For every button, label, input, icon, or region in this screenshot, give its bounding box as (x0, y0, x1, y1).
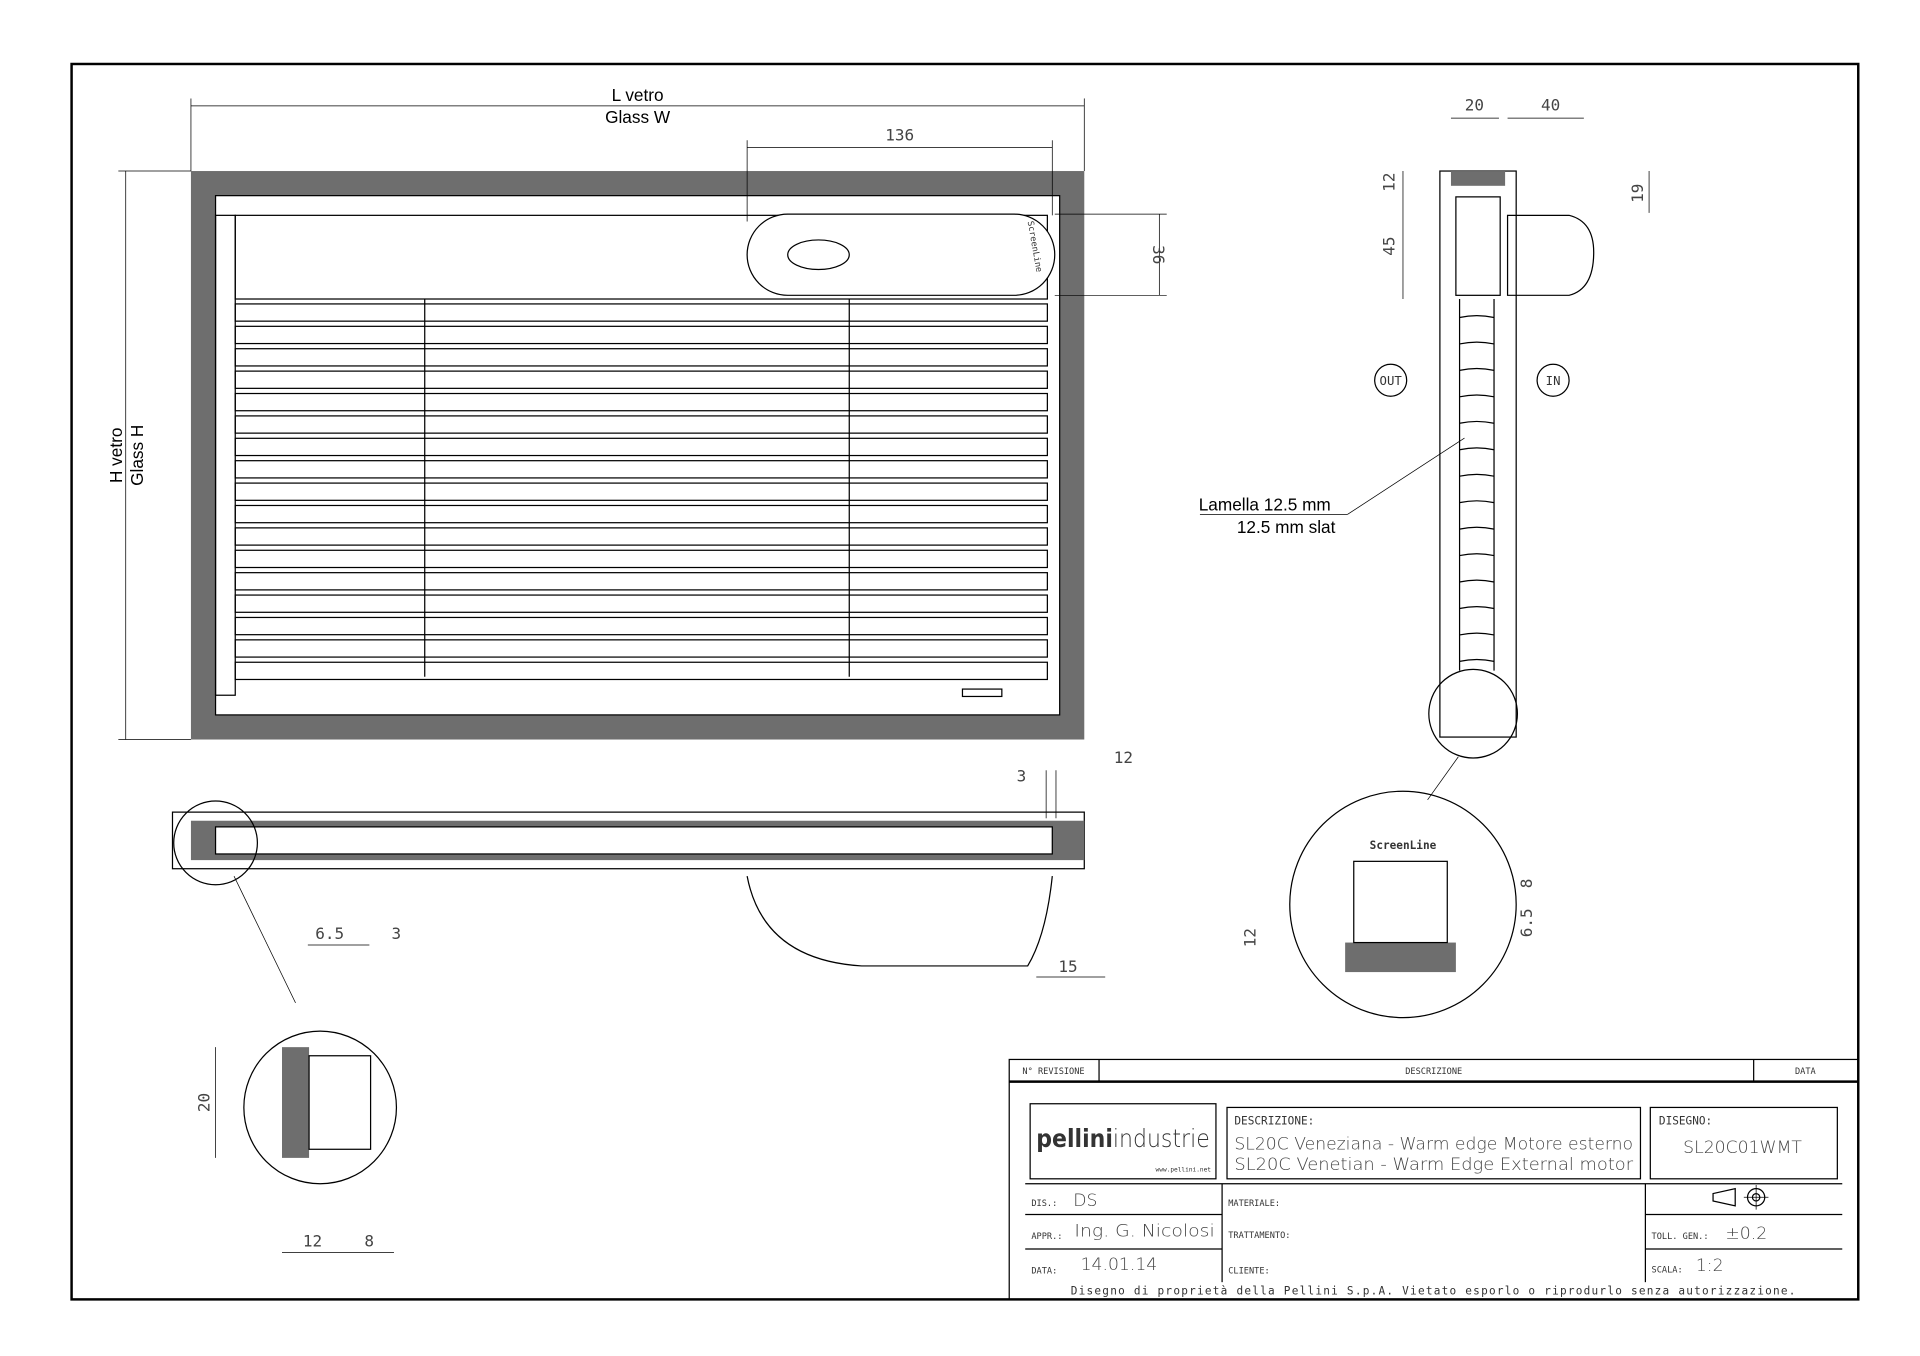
width-label-en: Glass W (605, 107, 671, 127)
slat (234, 482, 1048, 501)
slat (234, 392, 1048, 412)
slat-section (1459, 526, 1495, 530)
dim-motor-width: 136 (885, 125, 914, 144)
scala-value: 1:2 (1696, 1256, 1724, 1276)
slat-section (1459, 500, 1495, 504)
in-label: IN (1546, 374, 1561, 388)
slat-label-en: 12.5 mm slat (1237, 517, 1336, 537)
toll-label: TOLL. GEN.: (1652, 1232, 1709, 1242)
dim-3: 3 (1017, 766, 1027, 785)
dis-value: DS (1073, 1191, 1097, 1211)
company-logo: pelliniindustrie (1036, 1124, 1209, 1153)
slat-section (1459, 315, 1495, 319)
slat (234, 303, 1048, 322)
slat (234, 415, 1048, 434)
slat (234, 348, 1048, 367)
dim-motor-height: 36 (1149, 245, 1168, 264)
slat (234, 594, 1048, 613)
slat-section (1459, 632, 1495, 636)
section-detail-circle (1289, 790, 1517, 1019)
materiale-label: MATERIALE: (1228, 1199, 1280, 1209)
date-header: DATA (1795, 1067, 1817, 1077)
width-label-it: L vetro (612, 85, 664, 105)
slat-section (1459, 420, 1495, 424)
slat (234, 639, 1048, 658)
slat (234, 325, 1048, 345)
motor-button (787, 239, 850, 271)
slat-section (1459, 473, 1495, 477)
slat-section (1459, 447, 1495, 451)
section-view: 20 40 12 45 19 OUT IN Lamella 12.5 mm 12… (1199, 96, 1650, 1019)
slat (234, 504, 1048, 524)
dim-12-section: 12 (1379, 172, 1398, 191)
slat (234, 437, 1048, 457)
slat-section (1459, 394, 1495, 398)
dim-15: 15 (1058, 957, 1077, 976)
slat-section (1459, 658, 1495, 662)
slat-section (1459, 553, 1495, 557)
dim-12: 12 (1114, 748, 1133, 767)
detail-dim-8: 8 (364, 1231, 374, 1250)
title-block: N° REVISIONE DESCRIZIONE DATA pelliniind… (1008, 1058, 1859, 1301)
plan-detail-circle (243, 1030, 398, 1185)
slat (234, 370, 1048, 389)
revision-header: N° REVISIONE (1022, 1067, 1084, 1077)
slat (234, 460, 1048, 479)
appr-value: Ing. G. Nicolosi (1074, 1222, 1214, 1242)
appr-label: APPR.: (1031, 1232, 1062, 1242)
description-en: SL20C Venetian - Warm Edge External moto… (1234, 1155, 1634, 1175)
detail-dim-20: 20 (194, 1093, 213, 1112)
dim-20: 20 (1465, 96, 1484, 115)
slat-section (1459, 579, 1495, 583)
motor-section (1506, 214, 1595, 296)
out-label: OUT (1380, 374, 1403, 388)
plan-view: 3 12 15 6.5 3 20 12 8 (171, 748, 1133, 1254)
data-label: DATA: (1031, 1267, 1057, 1277)
drawing-number: SL20C01WMT (1683, 1138, 1802, 1158)
slat-label-it: Lamella 12.5 mm (1199, 495, 1331, 515)
description-header: DESCRIZIONE (1405, 1067, 1462, 1077)
description-it: SL20C Veneziana - Warm edge Motore ester… (1234, 1134, 1633, 1154)
trattamento-label: TRATTAMENTO: (1228, 1231, 1290, 1241)
logo-url: www.pellini.net (1156, 1166, 1212, 1173)
slat (234, 661, 1048, 681)
cliente-label: CLIENTE: (1228, 1267, 1269, 1277)
height-label-it: H vetro (106, 428, 126, 484)
detail-brand: ScreenLine (1370, 839, 1437, 852)
detail-dim-12-section: 12 (1240, 928, 1259, 947)
dim-40: 40 (1541, 96, 1560, 115)
slat (234, 572, 1048, 591)
slat-section (1459, 341, 1495, 345)
front-view: ScreenLine L vetro Glass W H vetro Glass… (106, 85, 1168, 740)
dis-label: DIS.: (1031, 1199, 1057, 1209)
footer-notice: Disegno di proprietà della Pellini S.p.A… (1071, 1284, 1797, 1297)
disegno-label: DISEGNO: (1659, 1115, 1712, 1128)
toll-value: ±0.2 (1725, 1224, 1767, 1244)
scala-label: SCALA: (1652, 1265, 1683, 1275)
detail-dim-12: 12 (303, 1231, 322, 1250)
motor-plan (746, 875, 1053, 967)
descrizione-label: DESCRIZIONE: (1234, 1115, 1314, 1128)
projection-symbol-icon (1712, 1184, 1769, 1210)
height-label-en: Glass H (127, 425, 147, 486)
slat (234, 549, 1048, 569)
slat-section (1459, 606, 1495, 610)
detail-dim-8-section: 8 (1517, 879, 1536, 889)
detail-dim-6-5: 6.5 (315, 924, 344, 943)
data-value: 14.01.14 (1081, 1255, 1158, 1275)
detail-dim-3: 3 (392, 924, 402, 943)
dim-45: 45 (1379, 236, 1398, 255)
dim-19: 19 (1628, 184, 1647, 203)
motor-unit (746, 213, 1056, 296)
slat-section (1459, 367, 1495, 371)
drawing-border (70, 62, 1860, 1301)
detail-dim-6-5-section: 6.5 (1517, 908, 1536, 937)
slat (234, 616, 1048, 636)
slat (234, 527, 1048, 546)
